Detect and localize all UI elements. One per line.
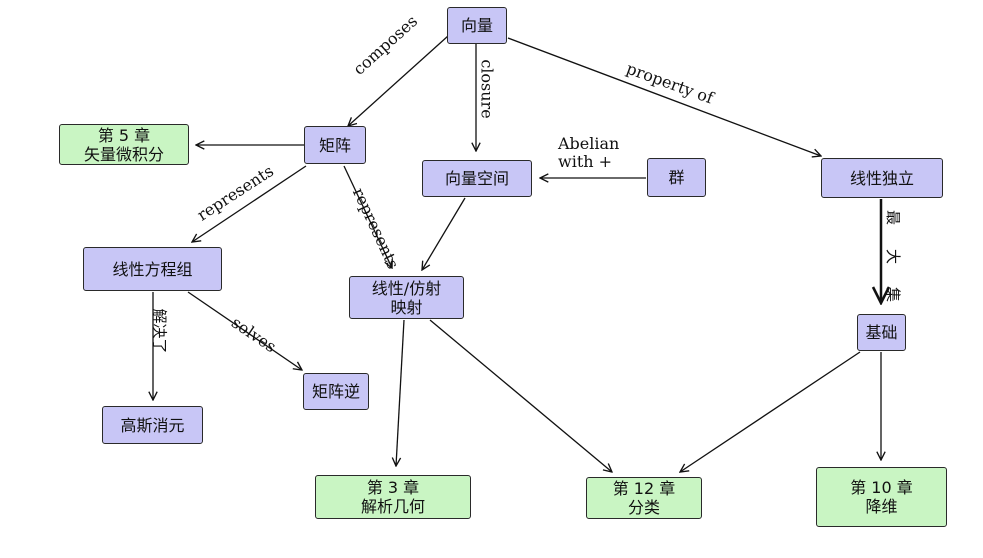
edge-matrix-linearmap	[343, 165, 392, 268]
node-chapter-10[interactable]: 第 10 章 降维	[816, 467, 947, 527]
node-matrix-inverse-label: 矩阵逆	[311, 382, 360, 401]
node-chapter-12-line2: 分类	[627, 498, 660, 517]
node-chapter-3[interactable]: 第 3 章 解析几何	[315, 475, 471, 519]
node-chapter-12[interactable]: 第 12 章 分类	[586, 477, 702, 519]
edge-label-closure: closure	[477, 59, 497, 119]
node-linear-map-line2: 映射	[390, 297, 423, 317]
edge-vector-matrix	[348, 35, 449, 126]
node-linear-system-label: 线性方程组	[112, 259, 193, 279]
edge-label-maximal-set-3: 集	[884, 286, 903, 303]
edge-label-abelian-line1: Abelian	[558, 134, 620, 153]
node-linear-independence-label: 线性独立	[849, 168, 914, 188]
node-matrix-label: 矩阵	[318, 135, 351, 155]
node-vector-label: 向量	[460, 16, 493, 35]
node-linear-map-line1: 线性/仿射	[371, 278, 442, 298]
node-linear-independence[interactable]: 线性独立	[821, 158, 943, 198]
node-chapter-5-line1: 第 5 章	[97, 125, 151, 145]
node-linear-system[interactable]: 线性方程组	[83, 247, 222, 291]
edge-linearmap-ch12	[429, 319, 612, 472]
node-chapter-5-line2: 矢量微积分	[83, 144, 164, 164]
edge-label-maximal-set-1: 最	[884, 209, 903, 226]
node-basis-label: 基础	[865, 323, 898, 342]
edge-linearsystem-inverse	[187, 291, 302, 370]
node-linear-map[interactable]: 线性/仿射 映射	[349, 276, 464, 319]
edge-label-maximal-set-2: 大	[884, 248, 903, 265]
node-chapter-10-line1: 第 10 章	[850, 478, 913, 497]
node-basis[interactable]: 基础	[857, 314, 906, 351]
edge-vectorspace-linearmap	[422, 197, 466, 270]
node-vector-space[interactable]: 向量空间	[422, 160, 532, 197]
node-vector[interactable]: 向量	[447, 7, 507, 44]
node-chapter-3-line1: 第 3 章	[366, 478, 420, 497]
node-gaussian-elimination-label: 高斯消元	[120, 415, 185, 435]
node-group-label: 群	[668, 168, 685, 187]
node-gaussian-elimination[interactable]: 高斯消元	[102, 406, 203, 444]
edge-basis-ch12	[680, 351, 861, 472]
node-vector-space-label: 向量空间	[444, 169, 509, 188]
node-chapter-5[interactable]: 第 5 章 矢量微积分	[59, 124, 189, 165]
node-matrix-inverse[interactable]: 矩阵逆	[303, 373, 369, 410]
node-chapter-3-line2: 解析几何	[360, 497, 425, 516]
edge-linearmap-ch3	[396, 319, 405, 466]
node-matrix[interactable]: 矩阵	[304, 126, 366, 164]
edge-label-solved-by: 解决了	[150, 308, 169, 354]
edge-vector-independence	[507, 37, 821, 156]
edge-matrix-linearsystem	[192, 165, 307, 242]
edge-label-abelian-line2: with +	[558, 152, 613, 171]
node-chapter-12-line1: 第 12 章	[612, 479, 676, 498]
node-chapter-10-line2: 降维	[865, 497, 898, 516]
node-group[interactable]: 群	[647, 158, 706, 197]
